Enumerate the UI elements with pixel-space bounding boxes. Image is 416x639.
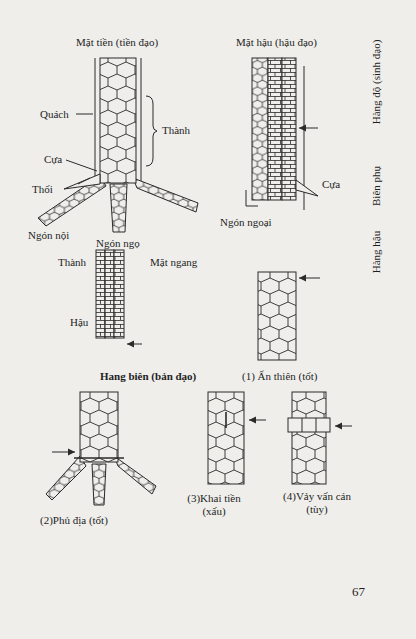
- part-label: Ngón nội: [28, 229, 69, 242]
- spur: [64, 174, 100, 189]
- section-label: Hàng độ (sinh đạo): [370, 40, 383, 125]
- part-label: Mặt ngang: [150, 256, 197, 269]
- bracket: [146, 96, 157, 166]
- middle-toe: [110, 184, 127, 232]
- section-label: Biên phụ: [370, 166, 383, 206]
- part-label: Hang biên (bản đạo): [100, 370, 196, 383]
- arrow: [249, 420, 266, 421]
- leg-scales: [80, 392, 118, 462]
- outer-line: [95, 58, 141, 182]
- part-label: (2)Phủ địa (tốt): [40, 514, 108, 527]
- part-label: (3)Khai tiền (xấu): [186, 492, 242, 518]
- leg-scales: [292, 392, 326, 484]
- part-label: Ngón ngoại: [220, 216, 272, 229]
- arrow: [127, 344, 142, 345]
- arrow: [299, 278, 320, 279]
- back-leg: [246, 58, 318, 210]
- side-leg: [96, 250, 142, 344]
- example-3: [208, 392, 266, 484]
- part-label: Ngón ngọ: [96, 237, 140, 250]
- leg-scales: [100, 58, 136, 183]
- marked-band: [302, 418, 316, 432]
- arrow: [52, 452, 75, 453]
- part-label: Thối: [32, 183, 53, 196]
- leg-scales: [258, 272, 296, 360]
- leg-scales: [114, 250, 124, 338]
- leg-scales: [105, 250, 114, 338]
- middle-toe: [92, 464, 106, 505]
- page-number: 67: [352, 584, 365, 599]
- marked-band: [288, 418, 330, 432]
- leg-scales: [282, 58, 296, 200]
- marker-line: [246, 190, 258, 206]
- marked-scale: [74, 457, 124, 459]
- part-label: (1) Ấn thiên (tốt): [242, 370, 317, 383]
- example-4: [288, 392, 352, 484]
- leg-scales: [208, 392, 244, 484]
- part-label: Hậu: [70, 316, 88, 329]
- part-label: Mặt hậu (hậu đạo): [236, 36, 317, 49]
- inner-toe: [46, 456, 86, 500]
- outer-toe: [133, 178, 198, 212]
- leg-scales: [252, 58, 268, 200]
- arrow: [335, 426, 352, 427]
- rear-row-leg: [258, 272, 320, 360]
- leader-line: [66, 160, 97, 171]
- section-label: Hàng hậu: [370, 231, 383, 273]
- part-label: Cựa: [44, 153, 62, 166]
- example-2: [46, 392, 156, 505]
- front-leg: [38, 58, 198, 232]
- part-label: (4)Vảy vấn cán (tùy): [280, 490, 354, 516]
- marked-scale: [225, 412, 227, 428]
- leg-scales: [96, 250, 105, 338]
- leg-scales: [268, 58, 282, 200]
- part-label: Quách: [40, 108, 69, 121]
- part-label: Cựa: [322, 178, 340, 191]
- outer-toe: [114, 456, 156, 494]
- arrow: [299, 128, 318, 129]
- part-label: Thành: [58, 256, 86, 269]
- spur: [296, 180, 318, 196]
- leader-line: [76, 114, 93, 115]
- part-label: Thành: [162, 124, 190, 137]
- part-label: Mặt tiền (tiền đạo): [76, 36, 158, 49]
